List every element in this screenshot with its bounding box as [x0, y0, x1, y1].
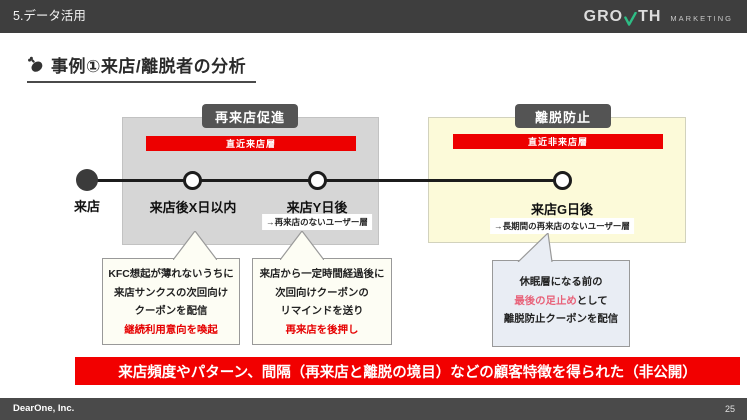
callout-line: 休眠層になる前の — [519, 277, 603, 288]
callout-highlight: 再来店を後押し — [285, 324, 359, 336]
section-label: 5.データ活用 — [13, 9, 86, 23]
logo-sub-label: MARKETING — [670, 13, 733, 23]
top-bar: 5.データ活用 GRO TH MARKETING — [0, 0, 747, 33]
callout-highlight: 最後の足止め — [514, 295, 577, 307]
callout-pointer-2 — [280, 231, 324, 260]
timeline-node-g-days — [553, 171, 572, 190]
callout-line: 来店サンクスの次回向け — [114, 287, 228, 299]
milestone-label-x: 来店後X日以内 — [149, 200, 237, 215]
callout-line: 最後の足止めとして — [514, 295, 608, 307]
slide-title-block: 事例①来店/離脱者の分析 — [27, 52, 257, 83]
callout-line: KFC想起が薄れないうちに — [108, 269, 234, 280]
callout-pointer-3 — [517, 233, 553, 262]
timeline-start-dot — [76, 169, 98, 191]
timeline-start-label: 来店 — [73, 199, 101, 214]
page-title: 事例①来店/離脱者の分析 — [51, 57, 247, 76]
callout-pointer-1 — [173, 231, 217, 260]
callout-line: クーポンを配信 — [134, 306, 208, 318]
callout-churn-coupon: 休眠層になる前の 最後の足止めとして 離脱防止クーポンを配信 — [492, 260, 630, 347]
logo-text-th: TH — [638, 7, 662, 25]
milestone-sublabel-y: →再来店のないユーザー層 — [262, 214, 372, 230]
page-number: 25 — [724, 404, 735, 414]
callout-line: 来店から一定時間経過後に — [259, 269, 385, 280]
segment-recent-nonvisitors: 直近非来店層 — [453, 134, 663, 149]
callout-highlight: 継続利用意向を喚起 — [124, 324, 218, 336]
callout-line: リマインドを送り — [280, 306, 364, 318]
milestone-label-y: 来店Y日後 — [286, 200, 348, 215]
milestone-sublabel-g: →長期間の再来店のないユーザー層 — [490, 218, 634, 234]
timeline-node-x-days — [183, 171, 202, 190]
logo-checkmark-icon — [624, 11, 637, 26]
segment-recent-visitors: 直近来店層 — [146, 136, 356, 151]
footer-bar: DearOne, Inc. 25 — [0, 398, 747, 420]
callout-line: 次回向けクーポンの — [275, 287, 369, 299]
conclusion-banner: 来店頻度やパターン、間隔（再来店と離脱の境目）などの顧客特徴を得られた（非公開） — [75, 357, 740, 385]
callout-reminder-coupon: 来店から一定時間経過後に 次回向けクーポンの リマインドを送り 再来店を後押し — [252, 258, 392, 345]
growth-marketing-logo: GRO TH MARKETING — [584, 0, 733, 33]
badge-revisit-promotion: 再来店促進 — [202, 104, 298, 128]
timeline-node-y-days — [308, 171, 327, 190]
logo-text-gro: GRO — [583, 7, 624, 25]
callout-thanks-coupon: KFC想起が薄れないうちに 来店サンクスの次回向け クーポンを配信 継続利用意向… — [102, 258, 240, 345]
milestone-label-g: 来店G日後 — [530, 202, 594, 217]
callout-line: 離脱防止クーポンを配信 — [503, 314, 619, 326]
badge-churn-prevention: 離脱防止 — [515, 104, 611, 128]
company-name: DearOne, Inc. — [13, 403, 75, 414]
drumstick-icon — [28, 56, 43, 72]
